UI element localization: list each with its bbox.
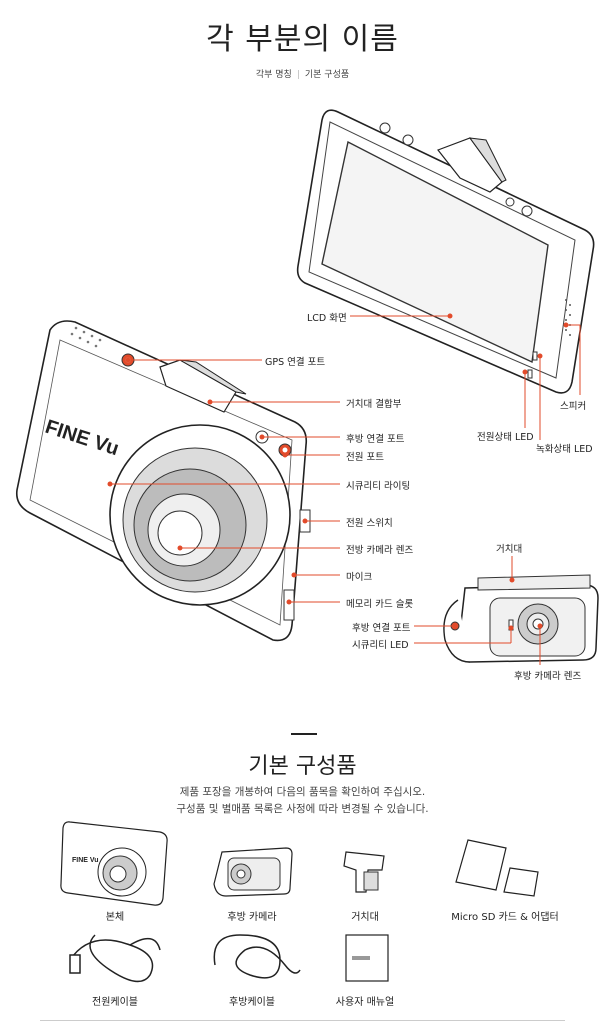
item-label-manual: 사용자 매뉴얼 <box>335 997 395 1008</box>
label-lcd: LCD 화면 <box>307 313 347 324</box>
components-title: 기본 구성품 <box>248 754 357 779</box>
label-rear-bracket: 거치대 <box>496 544 523 555</box>
nav-item-parts[interactable]: 각부 명칭 <box>255 70 292 80</box>
components-desc-2: 구성품 및 별매품 목록은 사정에 따라 변경될 수 있습니다. <box>176 803 429 815</box>
label-rear-cam-port: 후방 연결 포트 <box>352 623 411 634</box>
page-title: 각 부분의 이름 <box>206 22 399 57</box>
item-bracket-image <box>343 851 385 893</box>
label-mic: 마이크 <box>346 572 373 583</box>
label-power-led: 전원상태 LED <box>477 432 534 443</box>
label-memory-slot: 메모리 카드 슬롯 <box>346 599 414 610</box>
label-rear-port: 후방 연결 포트 <box>346 434 405 445</box>
dashcam-back-view <box>296 109 595 394</box>
svg-text:FINE Vu: FINE Vu <box>72 857 99 864</box>
item-label-power-cable: 전원케이블 <box>92 997 138 1008</box>
section-divider <box>291 733 317 735</box>
label-security-light: 시큐리티 라이팅 <box>346 481 411 492</box>
item-sd-card-image <box>455 839 539 897</box>
nav-item-components[interactable]: 기본 구성품 <box>304 70 350 80</box>
label-rec-led: 녹화상태 LED <box>536 444 593 455</box>
item-power-cable-image <box>69 934 161 983</box>
label-front-lens: 전방 카메라 렌즈 <box>346 545 414 556</box>
nav-separator: | <box>296 70 300 80</box>
item-label-rear-camera: 후방 카메라 <box>227 912 277 923</box>
label-speaker: 스피커 <box>560 401 587 412</box>
item-label-body: 본체 <box>105 912 125 923</box>
page-bottom-divider <box>40 1020 565 1021</box>
components-illustration: FINE Vu <box>60 821 539 983</box>
item-label-sd-card: Micro SD 카드 & 어댑터 <box>451 912 559 923</box>
label-mount: 거치대 결합부 <box>346 399 402 410</box>
components-desc-1: 제품 포장을 개봉하여 다음의 품목을 확인하여 주십시오. <box>179 786 426 798</box>
label-security-led: 시큐리티 LED <box>352 640 409 651</box>
item-body-image: FINE Vu <box>60 821 168 906</box>
item-label-rear-cable: 후방케이블 <box>229 997 275 1008</box>
label-gps-port: GPS 연결 포트 <box>265 357 326 368</box>
label-rear-lens: 후방 카메라 렌즈 <box>514 671 582 682</box>
item-rear-camera-image <box>213 847 293 897</box>
item-label-bracket: 거치대 <box>351 912 379 923</box>
parts-diagram: FINE Vu <box>15 109 599 665</box>
dashcam-front-view: FINE Vu <box>15 320 311 642</box>
item-manual-image <box>345 934 389 982</box>
label-power-port: 전원 포트 <box>346 452 384 463</box>
rear-camera-view <box>443 574 599 663</box>
label-power-switch: 전원 스위치 <box>346 518 393 529</box>
item-rear-cable-image <box>213 934 301 979</box>
section-nav: 각부 명칭 | 기본 구성품 <box>0 67 605 80</box>
